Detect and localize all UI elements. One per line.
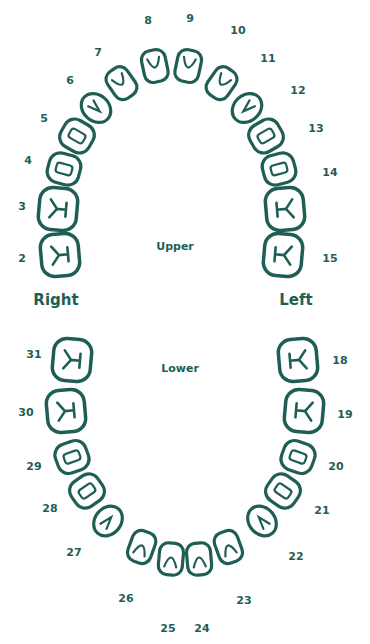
side-label: Left bbox=[279, 293, 312, 308]
tooth-number: 21 bbox=[314, 505, 329, 516]
tooth-number: 3 bbox=[18, 201, 26, 212]
arch-label: Upper bbox=[156, 241, 194, 252]
tooth-number: 26 bbox=[118, 593, 133, 604]
tooth-number: 4 bbox=[24, 155, 32, 166]
tooth-number: 25 bbox=[160, 623, 175, 634]
tooth-number: 27 bbox=[66, 547, 81, 558]
tooth-number: 7 bbox=[94, 47, 102, 58]
tooth-number: 12 bbox=[290, 85, 305, 96]
side-label: Right bbox=[33, 293, 78, 308]
tooth-number: 23 bbox=[236, 595, 251, 606]
arch-label: Lower bbox=[161, 363, 199, 374]
tooth-number: 19 bbox=[337, 409, 352, 420]
tooth-number: 18 bbox=[332, 355, 347, 366]
tooth-number: 28 bbox=[42, 503, 57, 514]
tooth-number: 9 bbox=[186, 13, 194, 24]
tooth-number: 20 bbox=[328, 461, 343, 472]
tooth-number: 29 bbox=[26, 461, 41, 472]
tooth-number: 8 bbox=[144, 15, 152, 26]
tooth-number: 11 bbox=[260, 53, 275, 64]
tooth-number: 2 bbox=[18, 253, 26, 264]
tooth-number: 24 bbox=[194, 623, 209, 634]
tooth-number: 13 bbox=[308, 123, 323, 134]
tooth-number: 30 bbox=[18, 407, 33, 418]
tooth-number: 5 bbox=[40, 113, 48, 124]
tooth-number: 15 bbox=[322, 253, 337, 264]
tooth-number: 10 bbox=[230, 25, 245, 36]
tooth-number: 22 bbox=[288, 551, 303, 562]
tooth-number: 14 bbox=[322, 167, 337, 178]
tooth-number: 31 bbox=[26, 349, 41, 360]
tooth-number: 6 bbox=[66, 75, 74, 86]
